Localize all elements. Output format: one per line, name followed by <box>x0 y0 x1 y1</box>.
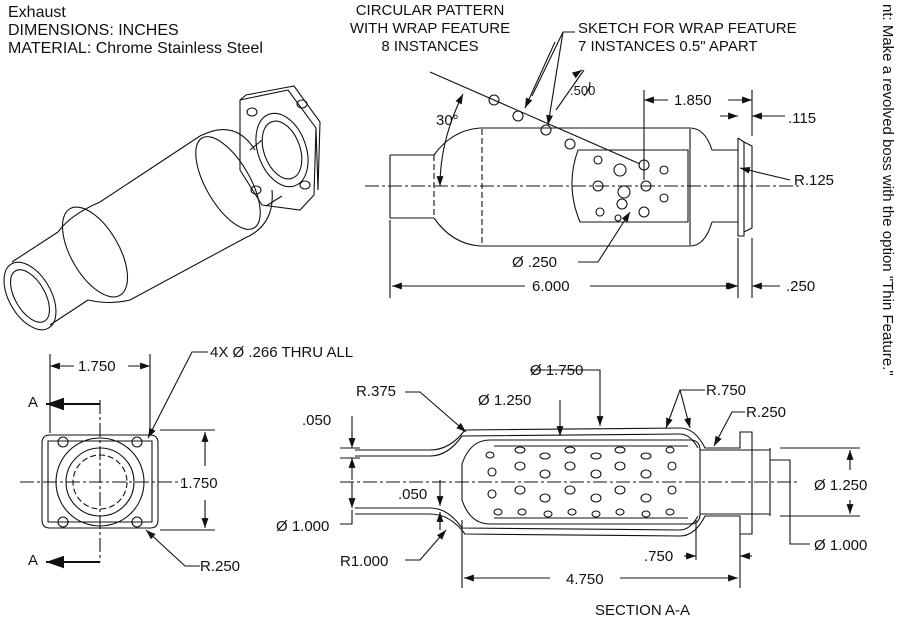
dim-r750: R.750 <box>706 382 747 399</box>
dim-115: .115 <box>788 110 817 127</box>
dim-dia-250: Ø .250 <box>512 254 558 271</box>
section-title: SECTION A-A <box>595 602 691 619</box>
dim-end-r250: R.250 <box>200 558 241 575</box>
front-view <box>365 31 800 298</box>
units-note: DIMENSIONS: INCHES <box>8 22 179 39</box>
material-note: MATERIAL: Chrome Stainless Steel <box>8 40 263 57</box>
dim-050-top: .050 <box>302 412 332 429</box>
dim-4750: 4.750 <box>566 571 604 588</box>
dim-250: .250 <box>786 278 816 295</box>
hole-callout: 4X Ø .266 THRU ALL <box>210 344 354 361</box>
wrap-sketch-note-line2: 7 INSTANCES 0.5" APART <box>578 38 758 55</box>
dim-end-1750-v: 1.750 <box>180 475 218 492</box>
dim-r375: R.375 <box>356 383 397 400</box>
section-marker-bottom: A <box>28 552 39 569</box>
dim-r250-section: R.250 <box>746 404 787 421</box>
section-marker-top: A <box>28 394 39 411</box>
section-view <box>340 369 860 588</box>
isometric-view <box>3 85 321 331</box>
dim-r125: R.125 <box>794 172 835 189</box>
wrap-sketch-note-line1: SKETCH FOR WRAP FEATURE <box>578 20 797 37</box>
dim-dia-1250: Ø 1.250 <box>478 392 532 409</box>
end-view <box>20 351 215 569</box>
pattern-note-line3: 8 INSTANCES <box>381 38 479 55</box>
dim-dia-1000-left: Ø 1.000 <box>276 518 330 535</box>
dim-1850: 1.850 <box>674 92 712 109</box>
part-name: Exhaust <box>8 4 66 21</box>
dim-6000: 6.000 <box>532 278 570 295</box>
dim-050-mid: .050 <box>398 486 428 503</box>
pattern-note-line1: CIRCULAR PATTERN <box>355 2 505 19</box>
side-instruction-text: nt: Make a revolved boss with the option… <box>879 4 896 376</box>
dim-dia-1000-right: Ø 1.000 <box>814 537 868 554</box>
pattern-note-line2: WITH WRAP FEATURE <box>349 20 511 37</box>
side-instruction: nt: Make a revolved boss with the option… <box>872 4 902 640</box>
dim-750: .750 <box>644 548 674 565</box>
dim-angle-30: 30° <box>436 112 459 129</box>
dim-dia-1250-right: Ø 1.250 <box>814 477 868 494</box>
dim-end-1750-h: 1.750 <box>78 358 116 375</box>
dim-spacing-500: .500 <box>570 83 596 98</box>
dim-r1000: R1.000 <box>340 553 389 570</box>
dim-dia-1750: Ø 1.750 <box>530 362 584 379</box>
